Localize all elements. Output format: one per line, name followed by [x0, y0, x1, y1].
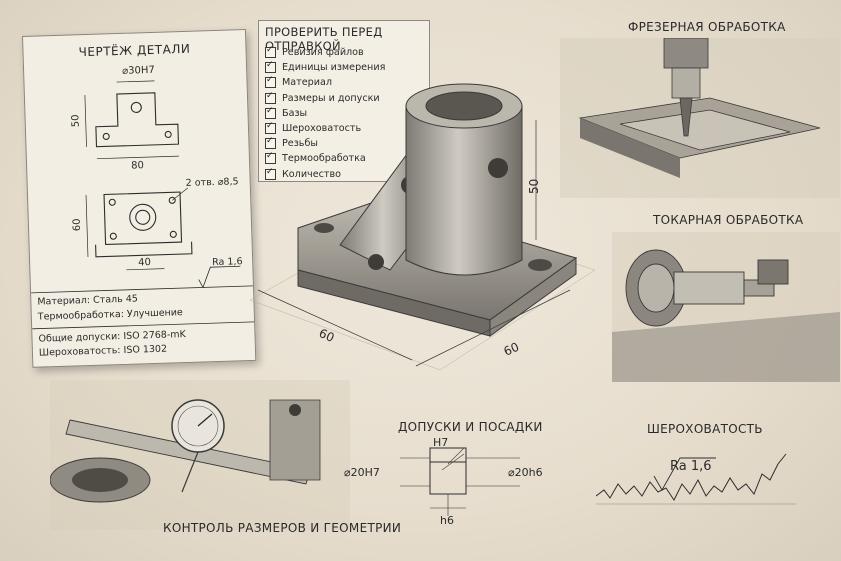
- tolerance-value: ISO 2768-mK: [123, 329, 186, 342]
- checklist-item: Термообработка: [265, 151, 385, 166]
- roughness-value-label: Ra 1,6: [670, 459, 712, 474]
- roughness-profile: Ra 1,6: [596, 453, 796, 505]
- dim-depth: 60: [71, 218, 84, 232]
- checklist-item-label: Размеры и допуски: [282, 92, 380, 104]
- turning-title: ТОКАРНАЯ ОБРАБОТКА: [653, 213, 804, 227]
- fits-diagram: H7 h6 ⌀20H7 ⌀20h6: [344, 436, 543, 526]
- checklist-item-label: Термообработка: [282, 153, 366, 165]
- checkbox-checked-icon: [265, 151, 276, 165]
- dim-right-60: 60: [502, 340, 522, 359]
- shaft-tolerance: h6: [440, 514, 454, 526]
- roughness-value: ISO 1302: [123, 343, 168, 356]
- measuring-illustration: [50, 380, 350, 530]
- checklist-item-label: Материал: [282, 77, 332, 89]
- material-label: Материал:: [37, 294, 91, 308]
- hole-dimension: ⌀20H7: [344, 466, 380, 479]
- checkbox-checked-icon: [265, 136, 276, 150]
- checklist-item: Шероховатость: [265, 121, 385, 136]
- turning-illustration: [612, 232, 840, 382]
- dim-holes: 2 отв. ⌀8,5: [185, 176, 239, 189]
- milling-illustration: [560, 38, 840, 198]
- material-value: Сталь 45: [92, 293, 139, 306]
- checkbox-checked-icon: [265, 121, 276, 135]
- checklist-items: Ревизия файловЕдиницы измеренияМатериалР…: [265, 45, 385, 182]
- milling-title: ФРЕЗЕРНАЯ ОБРАБОТКА: [628, 20, 786, 34]
- dim-small: 40: [138, 257, 152, 269]
- pre-send-checklist: ПРОВЕРИТЬ ПЕРЕД ОТПРАВКОЙ Ревизия файлов…: [258, 20, 430, 182]
- dim-left-60: 60: [317, 326, 337, 345]
- dim-height-50: 50: [527, 179, 541, 194]
- checklist-item-label: Базы: [282, 107, 308, 119]
- checklist-item-label: Шероховатость: [282, 123, 362, 135]
- checklist-item-label: Ревизия файлов: [282, 47, 364, 59]
- checklist-item: Размеры и допуски: [265, 91, 385, 106]
- checklist-title: ПРОВЕРИТЬ ПЕРЕД ОТПРАВКОЙ: [265, 25, 383, 53]
- checkbox-checked-icon: [265, 91, 276, 104]
- roughness-title: ШЕРОХОВАТОСТЬ: [647, 422, 763, 436]
- checkbox-checked-icon: [265, 60, 276, 74]
- checkbox-checked-icon: [265, 45, 276, 59]
- dim-bore: ⌀30H7: [121, 64, 155, 77]
- fits-title: ДОПУСКИ И ПОСАДКИ: [398, 420, 543, 434]
- checkbox-checked-icon: [265, 106, 276, 119]
- checklist-item: Ревизия файлов: [265, 45, 385, 60]
- dim-height: 50: [70, 114, 82, 128]
- checklist-item: Количество: [265, 167, 385, 182]
- checkbox-checked-icon: [265, 167, 276, 180]
- checklist-item: Единицы измерения: [265, 60, 385, 75]
- main-part-illustration: 60 60 50: [249, 83, 596, 371]
- shaft-dimension: ⌀20h6: [508, 466, 543, 479]
- checklist-item-label: Резьбы: [282, 138, 318, 150]
- drawing-views: [31, 80, 255, 330]
- heat-value: Улучшение: [126, 307, 184, 320]
- checklist-item: Резьбы: [265, 136, 385, 151]
- checklist-item-label: Количество: [282, 168, 342, 180]
- checkbox-checked-icon: [265, 75, 276, 89]
- hole-tolerance: H7: [433, 436, 448, 449]
- roughness-mark: Ra 1,6: [212, 256, 243, 269]
- measuring-title: КОНТРОЛЬ РАЗМЕРОВ И ГЕОМЕТРИИ: [163, 521, 402, 535]
- checklist-item: Материал: [265, 75, 385, 90]
- part-drawing-card: ЧЕРТЁЖ ДЕТАЛИ: [22, 28, 257, 368]
- checklist-item-label: Единицы измерения: [282, 62, 386, 74]
- dim-width: 80: [130, 160, 145, 172]
- checklist-item: Базы: [265, 106, 385, 121]
